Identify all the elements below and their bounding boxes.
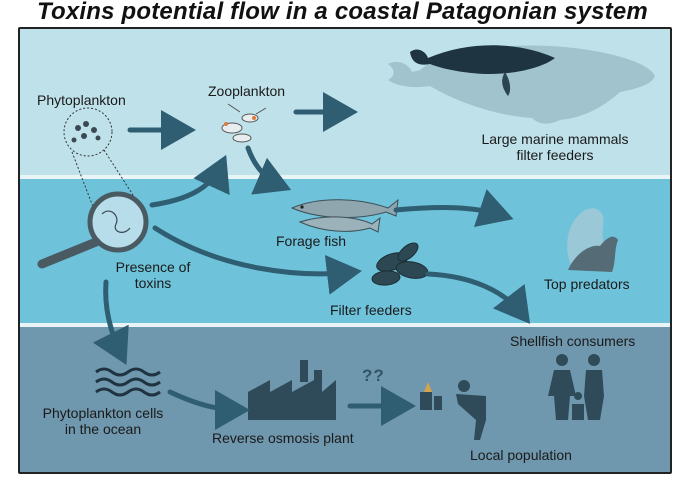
arrow-toxins-to-cells xyxy=(92,279,129,365)
label-zooplankton: Zooplankton xyxy=(208,83,286,99)
whale-icon xyxy=(388,45,655,124)
label-presence-line2: toxins xyxy=(134,275,172,291)
factory-icon xyxy=(248,360,336,420)
unknown-flow-marker: ?? xyxy=(362,366,385,385)
label-presence-of-toxins: Presence of toxins xyxy=(98,259,208,291)
label-phyto-cells-line2: in the ocean xyxy=(64,421,142,437)
label-forage-fish: Forage fish xyxy=(276,233,347,249)
waves-icon xyxy=(95,367,161,397)
phytoplankton-icon xyxy=(63,107,141,213)
arrow-filter-to-shellfish xyxy=(425,271,531,324)
forage-fish-icon xyxy=(290,198,399,233)
label-phyto-cells-line1: Phytoplankton cells xyxy=(42,405,164,421)
zooplankton-icon xyxy=(221,103,267,143)
mussels-icon xyxy=(371,242,429,286)
label-phytoplankton: Phytoplankton xyxy=(37,92,126,108)
label-filter-feeders: Filter feeders xyxy=(330,302,412,318)
label-large-marine-mammals: Large marine mammals filter feeders xyxy=(466,131,644,163)
label-large-marine-mammals-line2: filter feeders xyxy=(516,147,594,163)
label-top-predators: Top predators xyxy=(544,276,630,292)
arrow-cells-to-plant xyxy=(167,389,250,430)
magnifier-icon xyxy=(37,191,149,269)
label-shellfish-consumers: Shellfish consumers xyxy=(510,333,636,349)
drinking-icon xyxy=(420,380,486,440)
family-icon xyxy=(548,354,604,420)
band-divider xyxy=(20,323,670,327)
label-large-marine-mammals-line1: Large marine mammals xyxy=(481,131,629,147)
label-phytoplankton-cells: Phytoplankton cells in the ocean xyxy=(28,405,178,437)
label-local-population: Local population xyxy=(470,447,572,463)
label-reverse-osmosis-plant: Reverse osmosis plant xyxy=(212,430,354,446)
arrow-toxins-to-filter xyxy=(152,225,362,295)
arrow-zoo-to-fish xyxy=(245,145,292,195)
flow-arrows xyxy=(92,92,531,430)
arrow-fish-to-predators xyxy=(393,189,514,228)
band-divider xyxy=(20,175,670,179)
label-presence-line1: Presence of xyxy=(115,259,191,275)
arrow-toxins-to-zoo xyxy=(149,154,230,208)
diagram-title: Toxins potential flow in a coastal Patag… xyxy=(37,0,648,25)
sea-lion-icon xyxy=(567,208,618,272)
